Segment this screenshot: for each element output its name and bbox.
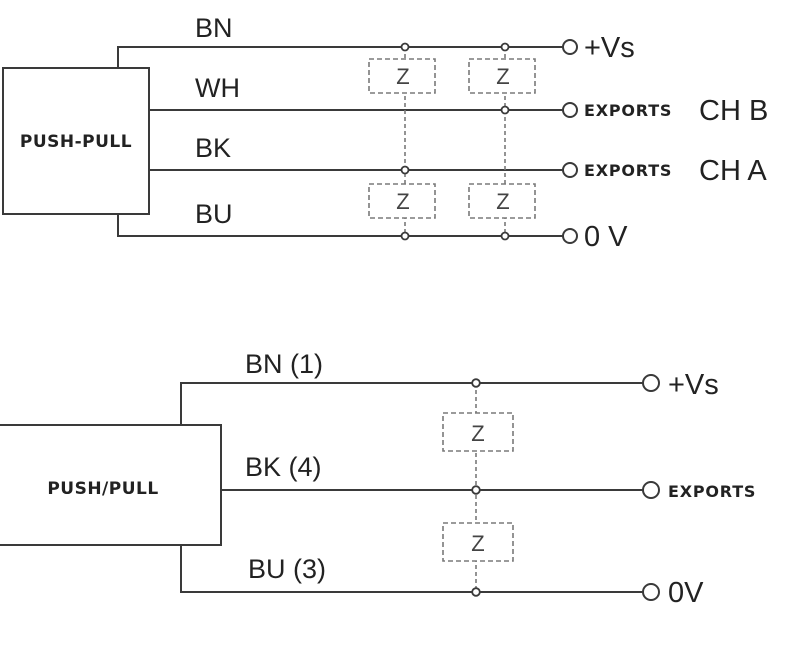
device-box	[0, 424, 222, 546]
wire-bu	[117, 214, 563, 237]
junction-node	[500, 105, 510, 115]
impedance-box	[442, 412, 514, 452]
impedance-label: Z	[471, 531, 484, 556]
terminal-ch-a	[562, 162, 578, 178]
wire-bn	[117, 46, 563, 68]
impedance-box	[468, 58, 536, 94]
diagram-push-pull-two-channel: PUSH-PULL BN WH BK BU Z Z Z Z +Vs EXPORT…	[2, 13, 768, 253]
device-label: PUSH-PULL	[20, 132, 132, 152]
impedance-label: Z	[396, 189, 409, 214]
wire-bu	[180, 545, 643, 593]
wire-label-bu: BU (3)	[248, 554, 326, 584]
terminal-exports	[642, 481, 660, 499]
device-label: PUSH/PULL	[47, 479, 158, 499]
junction-node	[400, 42, 410, 52]
terminal-vs	[642, 374, 660, 392]
wire-label-bn: BN (1)	[245, 349, 323, 379]
terminal-label-vs: +Vs	[584, 32, 635, 64]
terminal-label-ch-a: CH A	[699, 155, 767, 187]
terminal-label-zero: 0 V	[584, 221, 628, 253]
impedance-label: Z	[471, 421, 484, 446]
terminal-vs	[562, 39, 578, 55]
wire-label-bn: BN	[195, 13, 233, 43]
terminal-label-ch-b: CH B	[699, 95, 768, 127]
junction-node	[400, 231, 410, 241]
wire-bn	[180, 382, 643, 425]
junction-node	[400, 165, 410, 175]
impedance-label: Z	[496, 189, 509, 214]
impedance-box	[368, 58, 436, 94]
terminal-ch-b	[562, 102, 578, 118]
diagram-push-pull-single: PUSH/PULL BN (1) BK (4) BU (3) Z Z +Vs E…	[0, 349, 756, 609]
junction-node	[471, 485, 481, 495]
junction-node	[500, 42, 510, 52]
impedance-label: Z	[496, 64, 509, 89]
wire-label-bk: BK (4)	[245, 452, 322, 482]
impedance-box	[442, 522, 514, 562]
terminal-zero	[562, 228, 578, 244]
terminal-label-vs: +Vs	[668, 369, 719, 401]
device-box	[2, 67, 150, 215]
junction-node	[471, 587, 481, 597]
terminal-label-exports: EXPORTS	[584, 101, 672, 120]
wire-label-bu: BU	[195, 199, 233, 229]
terminal-label-exports: EXPORTS	[668, 482, 756, 501]
terminal-label-exports: EXPORTS	[584, 161, 672, 180]
impedance-box	[468, 183, 536, 219]
terminal-zero	[642, 583, 660, 601]
junction-node	[500, 231, 510, 241]
wire-label-bk: BK	[195, 133, 231, 163]
junction-node	[471, 378, 481, 388]
impedance-box	[368, 183, 436, 219]
impedance-label: Z	[396, 64, 409, 89]
wire-label-wh: WH	[195, 73, 240, 103]
terminal-label-zero: 0V	[668, 577, 704, 609]
